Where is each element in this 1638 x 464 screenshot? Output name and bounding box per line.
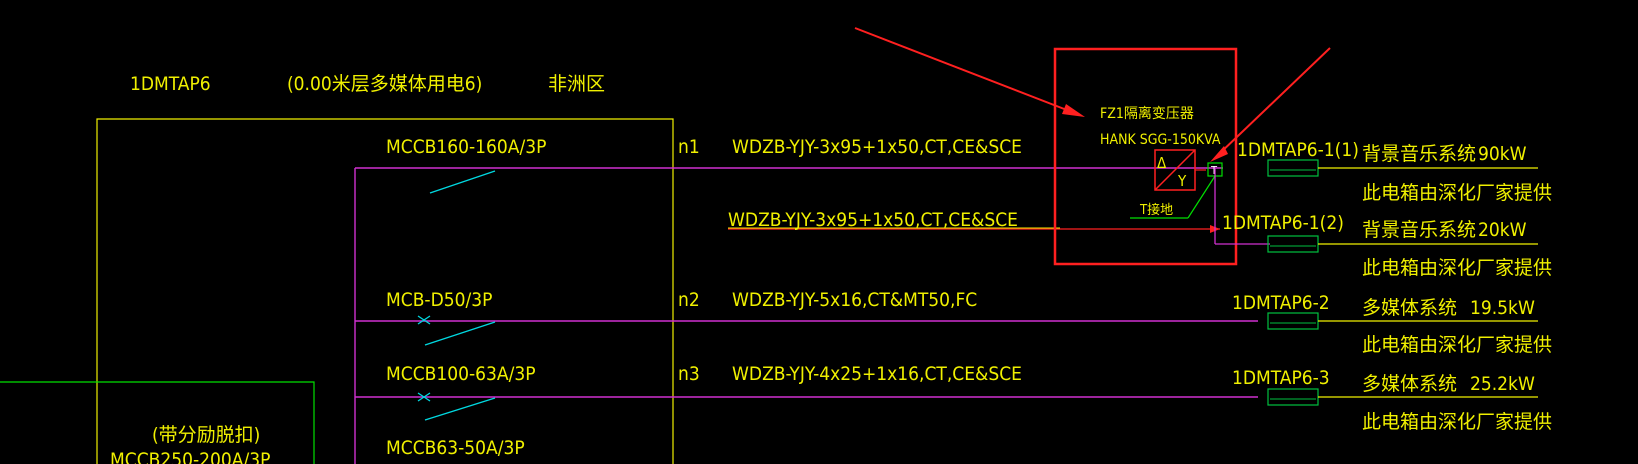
delta-symbol: Δ [1157,154,1167,172]
breaker-label-n3: MCCB100-63A/3P [386,363,536,385]
load-id: 1DMTAP6-1(1) [1237,139,1359,161]
breaker-x-n3b [417,392,431,402]
load-system: 多媒体系统 [1362,373,1457,395]
load-id: 1DMTAP6-1(2) [1222,212,1344,234]
breaker-x-n2b [417,315,431,325]
load-system: 背景音乐系统 [1362,143,1476,165]
annotation-arrowhead-2 [1210,146,1228,162]
load-system: 多媒体系统 [1362,297,1457,319]
panel-frame [96,118,674,464]
breaker-label-n4: MCCB63-50A/3P [386,437,525,459]
transformer-model: HANK SGG-150KVA [1100,132,1221,148]
panel-id: 1DMTAP6 [130,73,211,95]
load-id: 1DMTAP6-2 [1232,292,1330,314]
load-1-1: 1DMTAP6-1(1) 背景音乐系统 90kW 此电箱由深化厂家提供 [1237,139,1552,204]
breaker-contact-n1 [429,170,496,194]
load-1-2: 1DMTAP6-1(2) 背景音乐系统 20kW 此电箱由深化厂家提供 [1222,212,1552,279]
panel-description: (0.00米层多媒体用电6) [287,73,482,95]
breaker-contact-n2 [424,321,496,346]
load-2: 1DMTAP6-2 多媒体系统 19.5kW 此电箱由深化厂家提供 [1232,292,1552,356]
load-id: 1DMTAP6-3 [1232,367,1330,389]
load-meter [1267,388,1319,406]
load-power: 25.2kW [1470,373,1535,395]
secondary-cable-spec: WDZB-YJY-3x95+1x50,CT,CE&SCE [728,209,1018,231]
load-note: 此电箱由深化厂家提供 [1362,411,1552,433]
wye-symbol: Y [1177,172,1187,190]
load-meter [1267,312,1319,330]
load-meter [1267,159,1319,177]
main-breaker-frame [0,381,315,464]
main-breaker-note: (带分励脱扣) [152,424,260,446]
load-power: 90kW [1478,143,1527,165]
transformer-title: FZ1隔离变压器 [1100,105,1194,122]
load-system: 背景音乐系统 [1362,219,1476,241]
cable-spec-n3: WDZB-YJY-4x25+1x16,CT,CE&SCE [732,363,1022,385]
annotation-arrow-1 [854,27,1073,113]
grounding-label: T接地 [1139,202,1173,218]
breaker-label-n1: MCCB160-160A/3P [386,136,546,158]
circuit-no-n3: n3 [678,363,700,385]
panel-area: 非洲区 [548,73,605,95]
circuit-no-n1: n1 [678,136,700,158]
meter-glyph: T [1210,164,1218,177]
cable-spec-n2: WDZB-YJY-5x16,CT&MT50,FC [732,289,977,311]
cable-spec-n1: WDZB-YJY-3x95+1x50,CT,CE&SCE [732,136,1022,158]
ground-lead [1187,175,1216,219]
load-3: 1DMTAP6-3 多媒体系统 25.2kW 此电箱由深化厂家提供 [1232,367,1552,433]
load-power: 19.5kW [1470,297,1535,319]
annotation-arrow-2 [1217,47,1331,156]
main-breaker-label: MCCB250-200A/3P [110,449,270,464]
transformer-annotation-box [1053,47,1238,266]
load-note: 此电箱由深化厂家提供 [1362,257,1552,279]
load-meter [1267,235,1319,253]
load-power: 20kW [1478,219,1527,241]
transformer-diagonal [1154,149,1196,191]
circuit-no-n2: n2 [678,289,700,311]
load-note: 此电箱由深化厂家提供 [1362,334,1552,356]
load-note: 此电箱由深化厂家提供 [1362,182,1552,204]
breaker-contact-n3 [424,397,496,421]
breaker-label-n2: MCB-D50/3P [386,289,492,311]
annotation-arrowhead-1 [1062,104,1085,117]
